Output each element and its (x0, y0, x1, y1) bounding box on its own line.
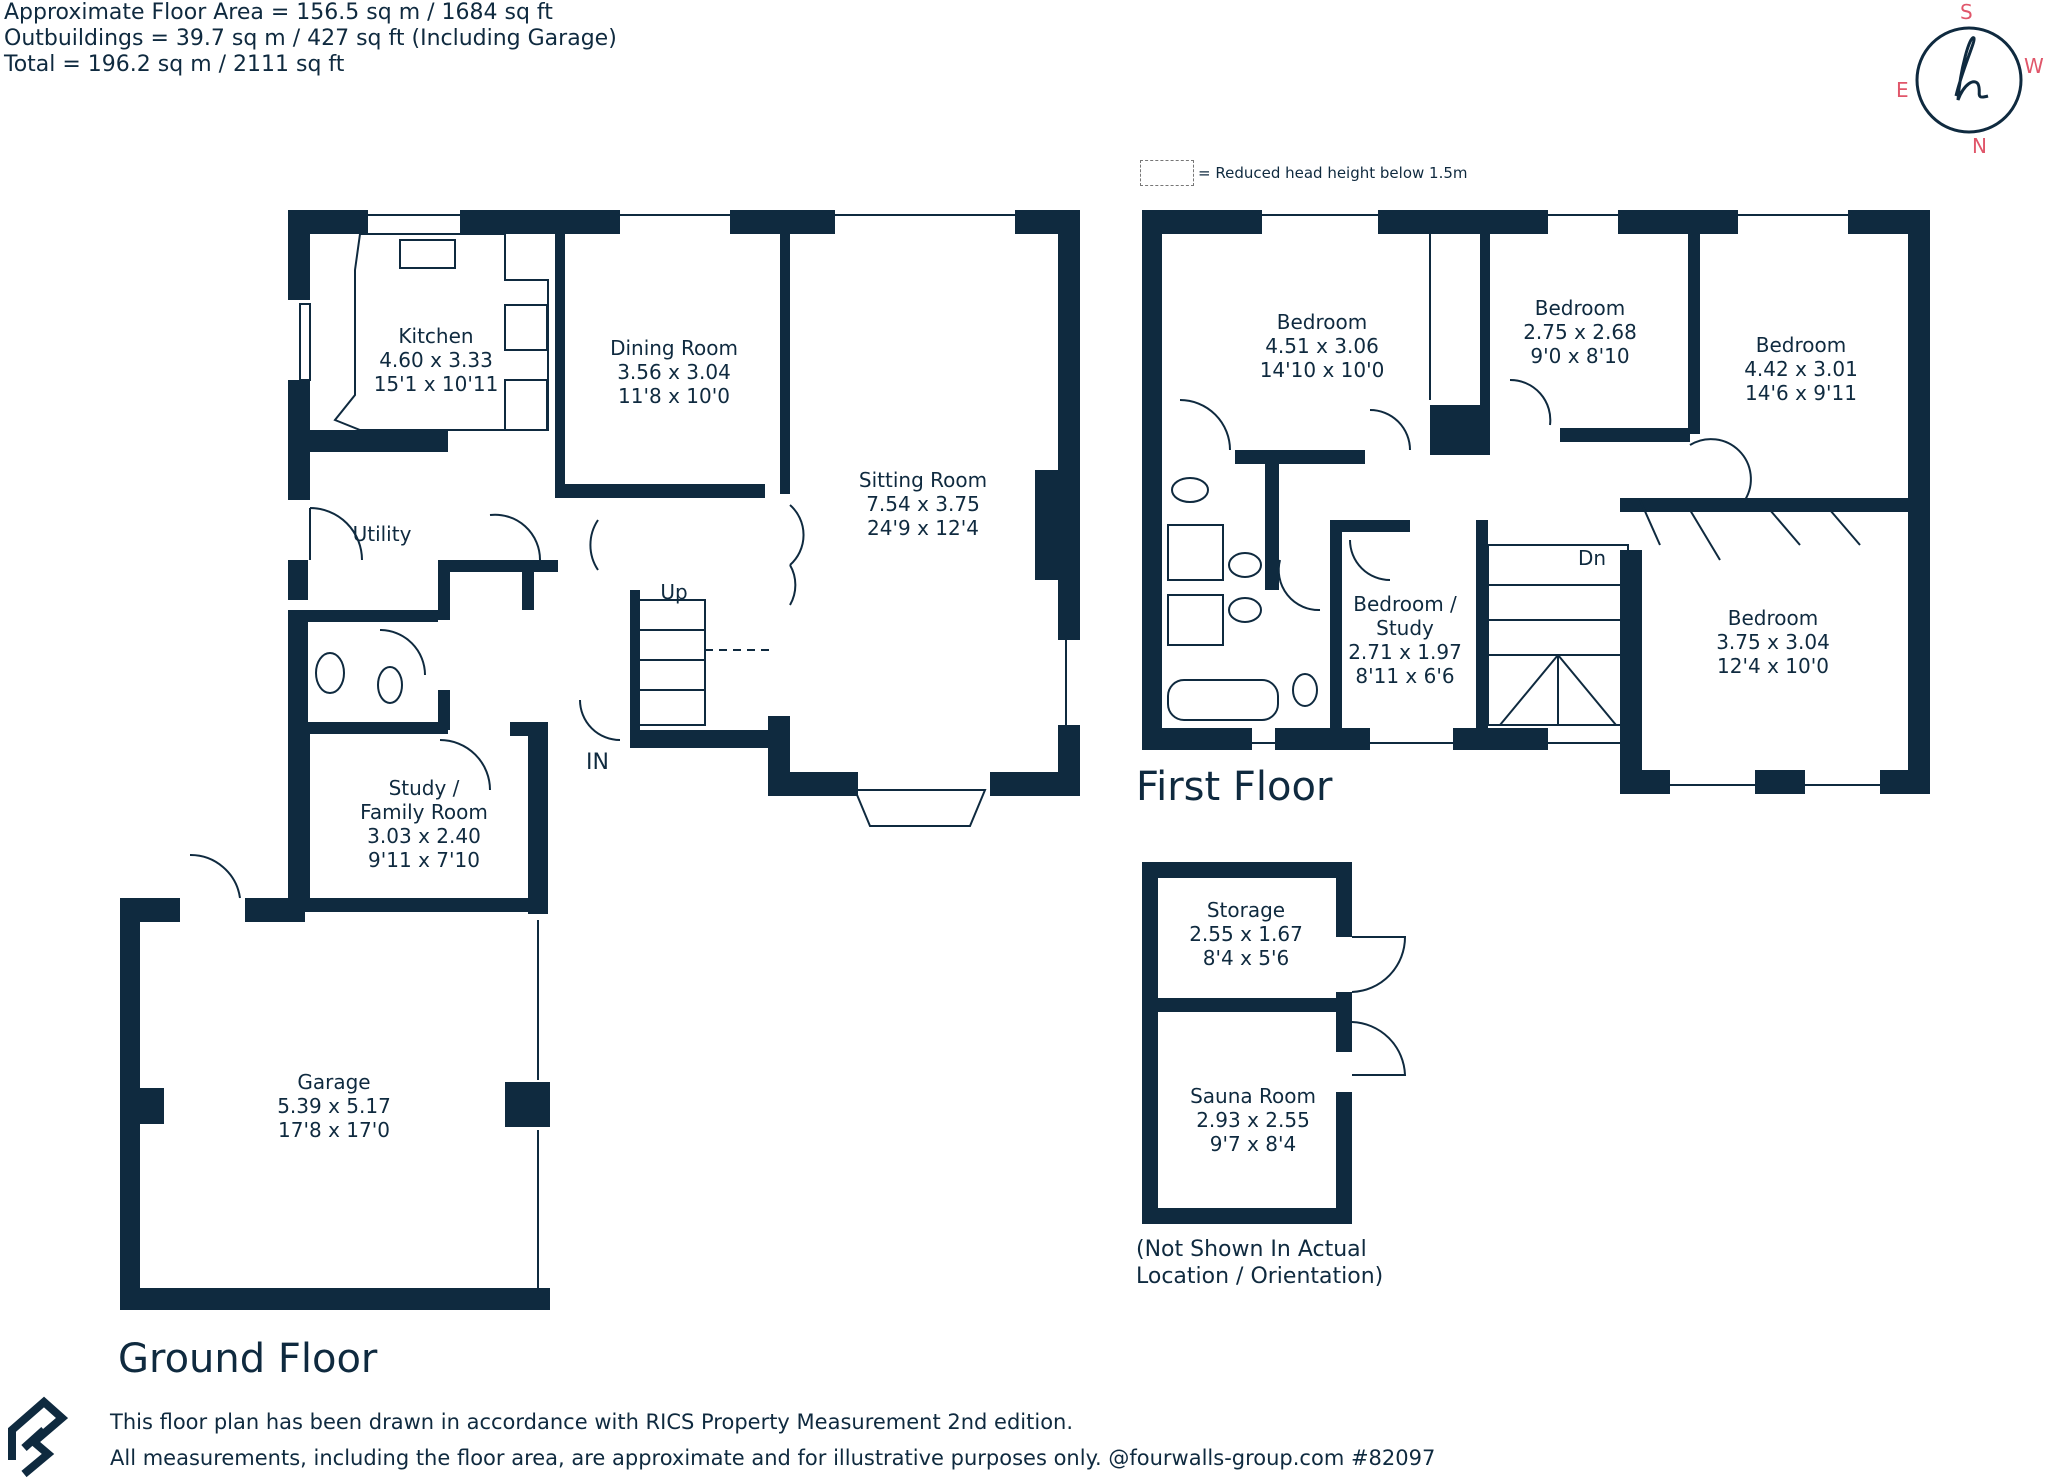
legend: = Reduced head height below 1.5m (1140, 160, 1468, 186)
room-imperial: 12'4 x 10'0 (1717, 654, 1829, 678)
outbuildings-note: (Not Shown In Actual Location / Orientat… (1136, 1236, 1383, 1290)
room-imperial: 8'11 x 6'6 (1355, 664, 1455, 688)
room-imperial: 14'10 x 10'0 (1259, 358, 1385, 382)
ground-floor-walls (120, 210, 1080, 1310)
room-imperial: 9'7 x 8'4 (1209, 1132, 1297, 1156)
room-imperial: 24'9 x 12'4 (867, 516, 979, 540)
total-area-text: Total = 196.2 sq m / 2111 sq ft (4, 52, 345, 77)
room-bedroom-3: Bedroom 4.42 x 3.01 14'6 x 9'11 (1744, 333, 1858, 405)
room-storage: Storage 2.55 x 1.67 8'4 x 5'6 (1189, 898, 1303, 970)
room-kitchen: Kitchen 4.60 x 3.33 15'1 x 10'11 (374, 324, 499, 396)
disclaimer-line-1: This floor plan has been drawn in accord… (110, 1410, 1074, 1434)
room-name: Bedroom (1755, 333, 1847, 357)
room-sitting: Sitting Room 7.54 x 3.75 24'9 x 12'4 (859, 468, 987, 540)
first-floor-walls (1142, 210, 1930, 794)
first-floor-lines (1167, 214, 1880, 786)
room-metric: 4.51 x 3.06 (1265, 334, 1379, 358)
room-metric: 7.54 x 3.75 (866, 492, 980, 516)
outbuilding-lines (1175, 865, 1407, 1076)
outbuilding-walls (1142, 862, 1352, 1224)
compass-west: W (2024, 54, 2044, 78)
room-name: Study / (388, 776, 460, 800)
room-metric: 3.03 x 2.40 (367, 824, 481, 848)
area-summary: Approximate Floor Area = 156.5 sq m / 16… (4, 0, 617, 78)
compass-south: S (1960, 0, 1973, 24)
ground-floor-title: Ground Floor (118, 1336, 378, 1382)
stairs-up-label: Up (660, 580, 688, 604)
compass-east: E (1896, 78, 1909, 102)
fourwalls-logo-icon (8, 1396, 68, 1478)
room-imperial: 11'8 x 10'0 (618, 384, 730, 408)
room-name: Bedroom (1276, 310, 1368, 334)
room-imperial: 15'1 x 10'11 (373, 372, 499, 396)
room-name: Utility (352, 522, 412, 546)
room-name: Bedroom / (1353, 592, 1457, 616)
room-bedroom-study: Bedroom / Study 2.71 x 1.97 8'11 x 6'6 (1348, 592, 1462, 688)
room-imperial: 17'8 x 17'0 (278, 1118, 390, 1142)
room-sauna: Sauna Room 2.93 x 2.55 9'7 x 8'4 (1190, 1084, 1316, 1156)
room-garage: Garage 5.39 x 5.17 17'8 x 17'0 (277, 1070, 391, 1142)
room-name: Storage (1206, 898, 1286, 922)
room-bedroom-1: Bedroom 4.51 x 3.06 14'10 x 10'0 (1260, 310, 1385, 382)
disclaimer: This floor plan has been drawn in accord… (110, 1404, 1435, 1476)
first-floor-title: First Floor (1136, 764, 1333, 810)
disclaimer-line-2: All measurements, including the floor ar… (110, 1446, 1436, 1470)
room-imperial: 8'4 x 5'6 (1202, 946, 1290, 970)
compass-north: N (1972, 134, 1987, 158)
room-name: Sauna Room (1190, 1084, 1316, 1108)
note-line-1: (Not Shown In Actual (1136, 1237, 1367, 1262)
floor-area-text: Approximate Floor Area = 156.5 sq m / 16… (4, 0, 553, 25)
stairs-down-label: Dn (1577, 546, 1607, 570)
room-metric: 2.55 x 1.67 (1189, 922, 1303, 946)
room-name: Bedroom (1727, 606, 1819, 630)
room-dining: Dining Room 3.56 x 3.04 11'8 x 10'0 (610, 336, 738, 408)
room-name-2: Study (1376, 616, 1434, 640)
room-metric: 3.56 x 3.04 (617, 360, 731, 384)
room-name: Sitting Room (858, 468, 988, 492)
room-utility: Utility (353, 522, 412, 546)
room-bedroom-5: Bedroom 3.75 x 3.04 12'4 x 10'0 (1716, 606, 1830, 678)
room-study: Study / Family Room 3.03 x 2.40 9'11 x 7… (360, 776, 488, 872)
room-metric: 2.75 x 2.68 (1523, 320, 1637, 344)
note-line-2: Location / Orientation) (1136, 1264, 1384, 1289)
room-imperial: 9'11 x 7'10 (368, 848, 480, 872)
room-bedroom-2: Bedroom 2.75 x 2.68 9'0 x 8'10 (1523, 296, 1637, 368)
room-imperial: 14'6 x 9'11 (1745, 381, 1857, 405)
compass-circle-icon (1915, 26, 2023, 134)
ground-floor-lines (189, 214, 1067, 1288)
room-metric: 5.39 x 5.17 (277, 1094, 391, 1118)
room-metric: 2.71 x 1.97 (1348, 640, 1462, 664)
room-name: Kitchen (398, 324, 474, 348)
room-name-2: Family Room (360, 800, 488, 824)
room-name: Bedroom (1534, 296, 1626, 320)
room-metric: 4.42 x 3.01 (1744, 357, 1858, 381)
reduced-height-swatch (1140, 160, 1194, 186)
room-metric: 2.93 x 2.55 (1196, 1108, 1310, 1132)
room-name: Dining Room (610, 336, 738, 360)
compass: S E W N (1890, 0, 2048, 160)
legend-text: = Reduced head height below 1.5m (1198, 164, 1468, 182)
room-name: Garage (297, 1070, 371, 1094)
entrance-label: IN (586, 750, 609, 775)
room-imperial: 9'0 x 8'10 (1530, 344, 1630, 368)
room-metric: 4.60 x 3.33 (379, 348, 493, 372)
outbuildings-area-text: Outbuildings = 39.7 sq m / 427 sq ft (In… (4, 26, 617, 51)
room-metric: 3.75 x 3.04 (1716, 630, 1830, 654)
